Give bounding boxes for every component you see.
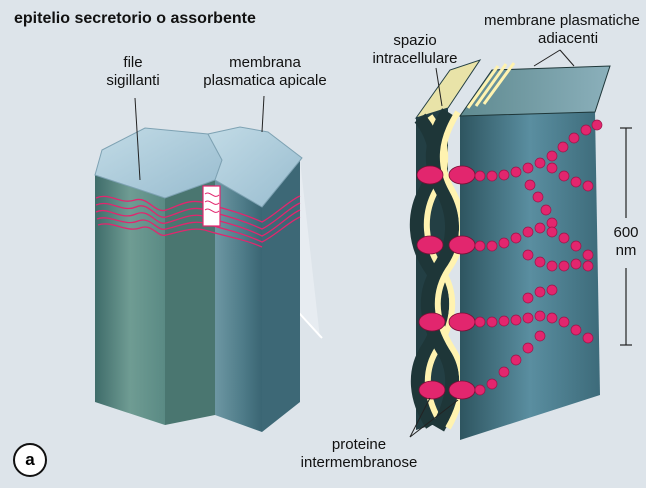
leader-spazio — [435, 67, 443, 107]
right-cell-side-face — [262, 160, 300, 432]
block-top-membrane-stripes — [466, 62, 516, 109]
leader-file-sigillanti — [134, 97, 141, 181]
figure-title: epitelio secretorio o assorbente — [14, 10, 256, 27]
label-spazio-intracellulare: spazio intracellulare — [372, 32, 458, 67]
leader-proteine-2 — [409, 399, 459, 438]
right-cell-front-face — [215, 180, 262, 432]
scale-bar — [620, 127, 632, 346]
left-cell-front-face — [95, 175, 165, 425]
leader-membrana-apicale — [261, 95, 265, 133]
leader-membrane-adiacenti-2 — [559, 49, 575, 67]
label-file-sigillanti: file sigillanti — [106, 54, 160, 89]
leader-membrane-adiacenti-1 — [533, 49, 561, 67]
zoom-selection-box — [202, 185, 221, 227]
label-scale-600-nm: 600 nm — [613, 224, 639, 259]
protein-bead-strands — [474, 119, 603, 396]
panel-letter-badge: a — [13, 443, 47, 477]
leader-proteine-1 — [409, 397, 431, 438]
label-membrana-apicale: membrana plasmatica apicale — [203, 54, 327, 89]
right-cell-block-top — [459, 65, 611, 117]
label-proteine-intermembranose: proteine intermembranose — [300, 436, 418, 471]
label-membrane-adiacenti: membrane plasmatiche adiacenti — [484, 12, 640, 47]
junction-detail — [409, 59, 611, 440]
right-cell-block — [460, 112, 600, 440]
sealing-strands — [95, 195, 301, 248]
right-cell — [207, 126, 303, 432]
left-cell-side-face — [165, 180, 215, 425]
left-cell — [94, 127, 223, 425]
right-cell-top — [207, 126, 303, 208]
